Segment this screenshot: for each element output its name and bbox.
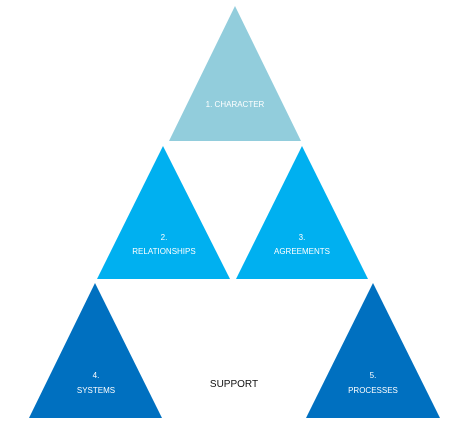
triangle-systems: 4. SYSTEMS xyxy=(29,283,162,418)
triangle-relationships-label: RELATIONSHIPS xyxy=(132,247,195,256)
triangle-relationships-number: 2. xyxy=(161,233,168,242)
triangle-agreements-number: 3. xyxy=(299,233,306,242)
triangle-relationships: 2. RELATIONSHIPS xyxy=(97,146,230,279)
triangle-processes: 5. PROCESSES xyxy=(306,283,440,418)
triangle-systems-label: SYSTEMS xyxy=(77,386,115,395)
triangle-character: 1. CHARACTER xyxy=(169,6,301,141)
center-label-support: SUPPORT xyxy=(210,379,258,390)
triangle-agreements-label: AGREEMENTS xyxy=(274,247,330,256)
triangle-processes-number: 5. xyxy=(370,371,377,380)
triangle-systems-number: 4. xyxy=(93,371,100,380)
triangle-processes-shape xyxy=(306,283,440,418)
triangle-agreements-shape xyxy=(236,146,368,279)
triangle-processes-label: PROCESSES xyxy=(348,386,398,395)
triangle-character-label: 1. CHARACTER xyxy=(206,100,265,109)
triangle-character-shape xyxy=(169,6,301,141)
triangle-relationships-shape xyxy=(97,146,230,279)
triangle-systems-shape xyxy=(29,283,162,418)
triangle-agreements: 3. AGREEMENTS xyxy=(236,146,368,279)
